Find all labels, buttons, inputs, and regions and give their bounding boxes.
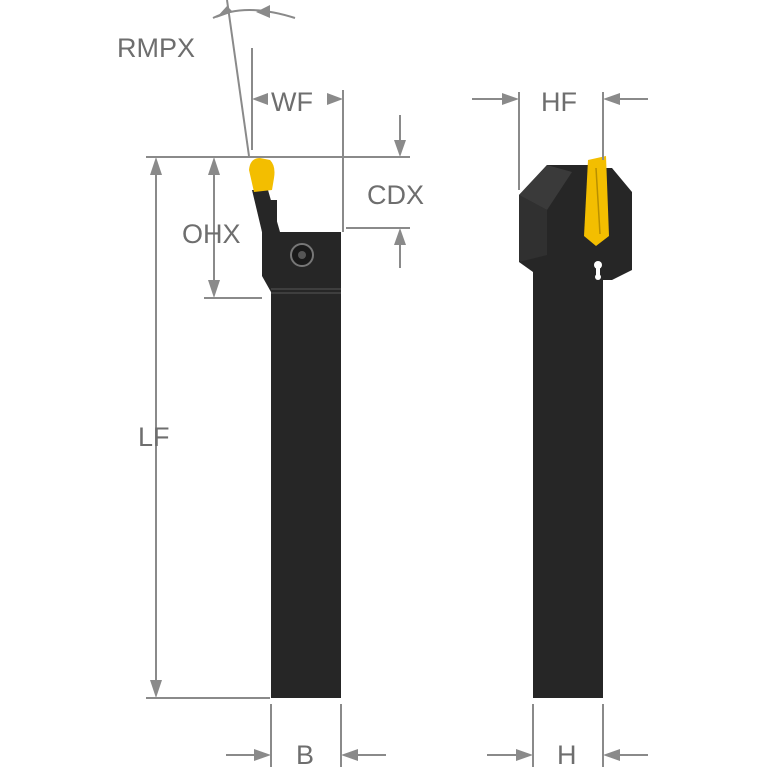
side-insert [249, 158, 275, 192]
side-shank [271, 292, 341, 698]
side-blade [252, 190, 280, 232]
label-wf: WF [271, 87, 313, 117]
label-b: B [296, 740, 314, 767]
side-view [249, 158, 341, 698]
label-h: H [557, 740, 577, 767]
dimension-lines [146, 0, 648, 767]
label-ohx: OHX [182, 219, 241, 249]
front-insert [584, 156, 609, 246]
dimension-labels: RMPX WF CDX OHX LF B HF H [117, 33, 577, 770]
label-lf: LF [138, 422, 170, 452]
label-hf: HF [541, 87, 577, 117]
front-view [519, 156, 632, 698]
front-shank [533, 272, 603, 698]
label-rmpx: RMPX [117, 33, 195, 63]
label-cdx: CDX [367, 180, 424, 210]
